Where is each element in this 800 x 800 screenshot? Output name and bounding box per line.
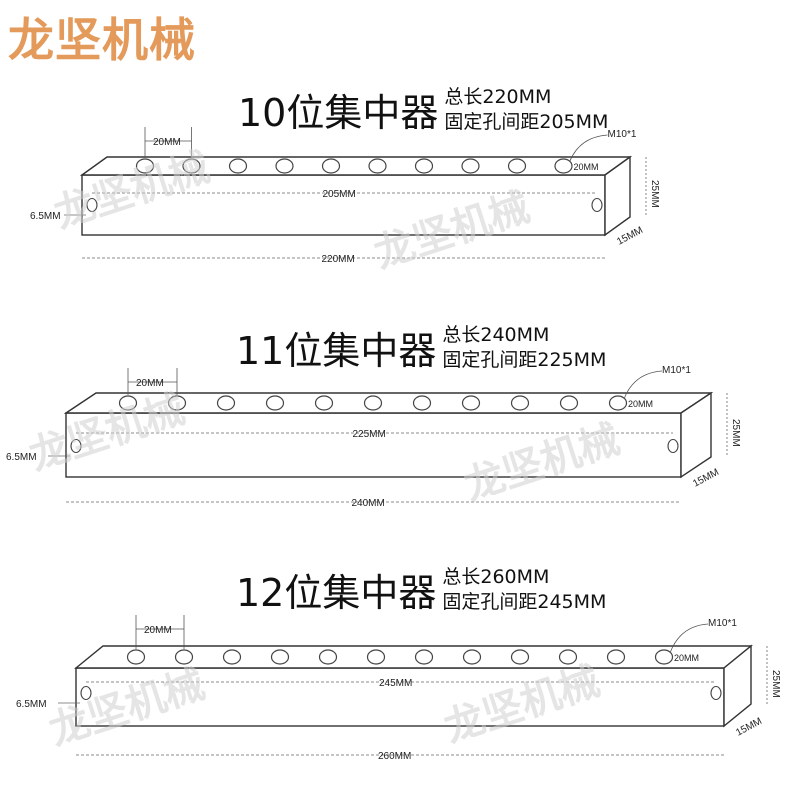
end-offset-label: 20MM xyxy=(674,653,699,663)
port-hole xyxy=(363,395,383,411)
height-label: 25MM xyxy=(649,180,660,208)
block-front-face xyxy=(65,412,682,478)
port-hole xyxy=(608,395,628,411)
port-hole xyxy=(126,649,146,665)
port-hole xyxy=(270,649,290,665)
hole-spacing-text: 固定孔间距205MM xyxy=(444,110,609,133)
port-spec-label: M10*1 xyxy=(708,618,737,629)
block-right-face xyxy=(723,644,752,728)
port-hole xyxy=(318,649,338,665)
block-right-face xyxy=(604,155,631,237)
port-hole xyxy=(414,649,434,665)
depth-label: 15MM xyxy=(691,467,721,490)
port-hole xyxy=(314,395,334,411)
distributor-drawing-12 xyxy=(58,615,768,756)
port-hole xyxy=(216,395,236,411)
fixing-hole-left xyxy=(70,438,82,454)
fixing-hole-left xyxy=(80,685,92,701)
fix-spacing-label: 205MM xyxy=(323,189,356,200)
port-spec-label: M10*1 xyxy=(608,129,637,140)
brand-logo-text: 龙坚机械 xyxy=(8,13,196,67)
port-hole xyxy=(321,158,341,174)
end-offset-label: 20MM xyxy=(574,162,599,172)
height-label: 25MM xyxy=(730,419,741,447)
port-hole xyxy=(135,158,155,174)
port-hole xyxy=(654,649,674,665)
hole-spacing-text: 固定孔间距225MM xyxy=(442,348,607,371)
port-hole xyxy=(118,395,138,411)
port-hole xyxy=(461,395,481,411)
fixing-hole-right xyxy=(591,197,603,213)
port-hole xyxy=(461,158,480,174)
port-hole xyxy=(412,395,432,411)
pitch-label: 20MM xyxy=(136,378,164,389)
port-spec-leader xyxy=(569,134,608,163)
depth-label: 15MM xyxy=(734,716,764,739)
port-hole xyxy=(462,649,482,665)
port-spec-label: M10*1 xyxy=(662,365,691,376)
port-hole xyxy=(510,649,530,665)
variant-title: 10位集中器 xyxy=(238,91,439,135)
hole-offset-label: 6.5MM xyxy=(6,452,37,463)
heading-10: 10位集中器 总长220MM 固定孔间距205MM xyxy=(238,82,608,137)
port-hole xyxy=(222,649,242,665)
total-length-text: 总长240MM xyxy=(442,323,550,346)
distributor-drawing-11 xyxy=(48,368,728,503)
fixing-hole-left xyxy=(86,197,98,213)
hole-offset-label: 6.5MM xyxy=(16,699,47,710)
heading-11: 11位集中器 总长240MM 固定孔间距225MM xyxy=(236,320,606,375)
port-hole xyxy=(174,649,194,665)
port-hole xyxy=(507,158,527,174)
total-length-text: 总长260MM xyxy=(442,565,550,588)
length-label: 240MM xyxy=(352,498,385,509)
port-hole xyxy=(167,395,187,411)
port-hole xyxy=(558,649,578,665)
variant-title: 11位集中器 xyxy=(236,329,437,373)
port-hole xyxy=(366,649,386,665)
port-spec-leader xyxy=(623,370,663,400)
pitch-label: 20MM xyxy=(153,137,181,148)
total-length-text: 总长220MM xyxy=(444,85,552,108)
port-hole xyxy=(510,395,530,411)
pitch-label: 20MM xyxy=(144,625,172,636)
fix-spacing-label: 225MM xyxy=(353,429,386,440)
port-hole xyxy=(182,158,201,174)
port-hole xyxy=(368,158,387,174)
variant-title: 12位集中器 xyxy=(236,571,437,615)
distributor-drawing-10 xyxy=(64,127,647,259)
port-hole xyxy=(228,158,248,174)
port-hole xyxy=(275,158,294,174)
block-right-face xyxy=(680,391,712,479)
port-hole xyxy=(265,395,285,411)
length-label: 220MM xyxy=(322,254,355,265)
depth-label: 15MM xyxy=(615,225,645,248)
length-label: 260MM xyxy=(378,751,411,762)
end-offset-label: 20MM xyxy=(628,399,653,409)
fix-spacing-label: 245MM xyxy=(379,678,412,689)
height-label: 25MM xyxy=(770,670,781,698)
fixing-hole-right xyxy=(667,438,679,454)
hole-offset-label: 6.5MM xyxy=(30,211,61,222)
port-hole xyxy=(414,158,434,174)
port-hole xyxy=(606,649,626,665)
hole-spacing-text: 固定孔间距245MM xyxy=(442,590,607,613)
port-hole xyxy=(554,158,573,174)
port-spec-leader xyxy=(669,623,709,654)
block-front-face xyxy=(81,174,606,236)
heading-12: 12位集中器 总长260MM 固定孔间距245MM xyxy=(236,562,606,617)
port-hole xyxy=(559,395,579,411)
fixing-hole-right xyxy=(710,685,722,701)
